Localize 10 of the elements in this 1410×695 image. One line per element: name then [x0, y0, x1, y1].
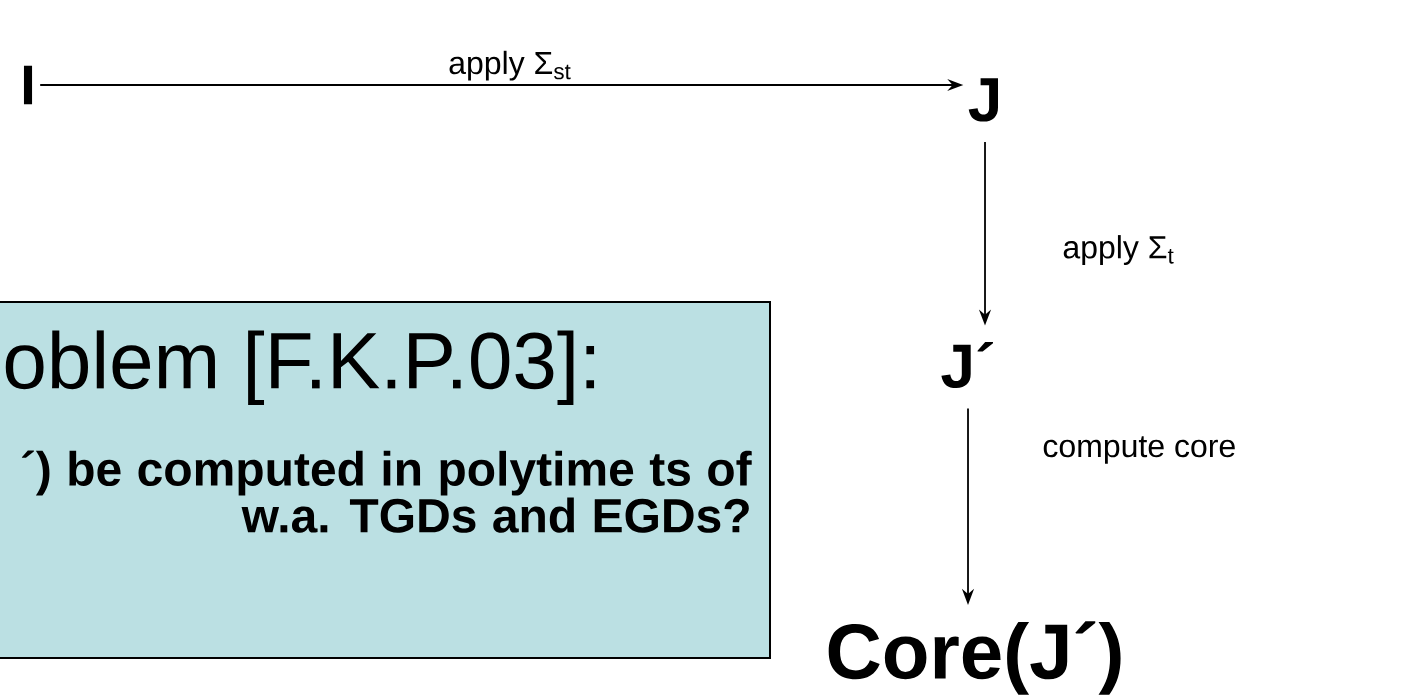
edge-label: compute core [1040, 434, 1239, 466]
box-heading: oblem [F.K.P.03]: [5, 330, 595, 405]
edge-label: apply Σ$_{st}$ [446, 48, 574, 83]
node-label: J [968, 78, 998, 122]
node-label: J´ [941, 341, 993, 388]
edge-label: apply Σ$_{t}$ [1060, 233, 1177, 267]
node-label: I [23, 65, 33, 105]
question-box [0, 301, 771, 659]
node-label: Core(J´) [828, 621, 1121, 695]
box-text: ´) be computed in polytime ts of w.a. TGDs and EGDs? [21, 450, 752, 533]
